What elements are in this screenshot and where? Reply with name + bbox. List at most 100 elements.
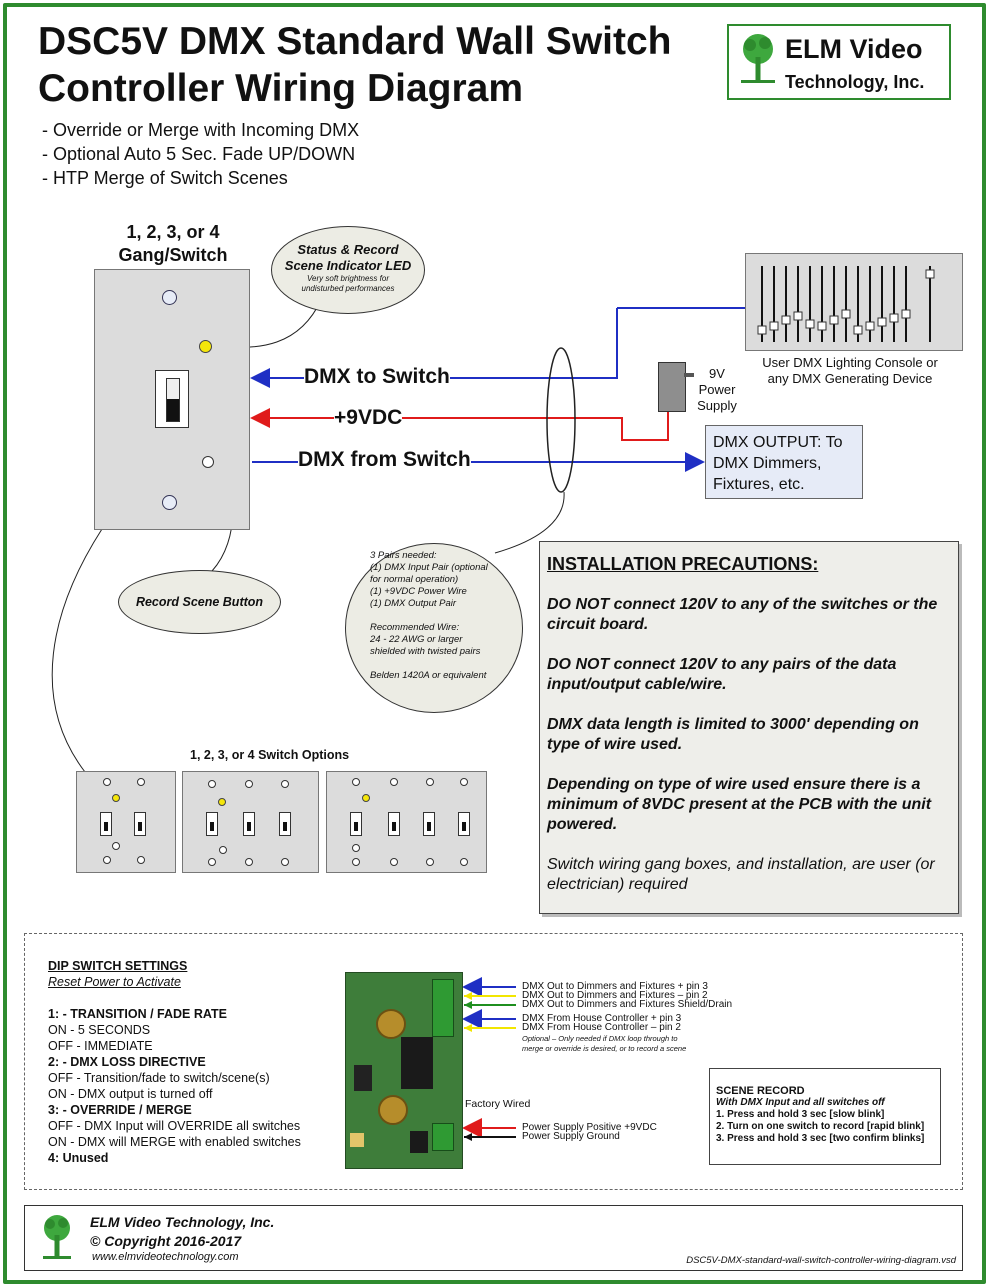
cable-note-line: (1) DMX Output Pair	[370, 598, 457, 609]
dip-spacer	[48, 990, 301, 1006]
toggle-switch[interactable]	[155, 370, 189, 428]
chip-icon	[401, 1037, 433, 1089]
toggle-icon	[243, 812, 255, 836]
switch-options-title: 1, 2, 3, or 4 Switch Options	[190, 748, 350, 762]
toggle-icon	[350, 812, 362, 836]
screw-icon	[208, 858, 216, 866]
power-supply-caption: 9V Power Supply	[690, 366, 744, 414]
pin-in-note-1: Optional – Only needed if DMX loop throu…	[522, 1034, 678, 1043]
footer-website[interactable]: www.elmvideotechnology.com	[92, 1251, 239, 1263]
dip-line: 1: - TRANSITION / FADE RATE	[48, 1007, 227, 1021]
logo-name-line-2: Technology, Inc.	[785, 72, 925, 92]
precaution-note: Switch wiring gang boxes, and installati…	[547, 856, 935, 893]
screw-icon	[460, 858, 468, 866]
power-label: +9VDC	[334, 406, 403, 430]
cable-note-line: shielded with twisted pairs	[370, 646, 481, 657]
led-icon	[218, 798, 226, 806]
console-caption-2: any DMX Generating Device	[767, 371, 933, 386]
title-line-2: Controller Wiring Diagram	[38, 67, 524, 110]
screw-icon	[281, 858, 289, 866]
power-wire	[250, 408, 669, 441]
screw-icon	[245, 780, 253, 788]
toggle-icon	[279, 812, 291, 836]
console-faders-icon	[757, 266, 935, 342]
cable-note-line: (1) DMX Input Pair (optional	[370, 562, 488, 573]
dmx-output-line-1: DMX OUTPUT: To	[713, 434, 843, 451]
wall-switch-plate	[94, 269, 250, 530]
scene-record-box: SCENE RECORD With DMX Input and all swit…	[709, 1068, 941, 1165]
screw-icon	[137, 856, 145, 864]
dip-line: 2: - DMX LOSS DIRECTIVE	[48, 1055, 206, 1069]
pin-label-psu-plus: Power Supply Positive +9VDC	[522, 1122, 657, 1133]
footer-company: ELM Video Technology, Inc.	[90, 1214, 275, 1230]
screw-icon	[245, 858, 253, 866]
cable-note-line: Recommended Wire:	[370, 622, 460, 633]
cable-note-line: for normal operation)	[370, 574, 459, 585]
terminal-block-top	[432, 979, 454, 1037]
button-icon	[112, 842, 120, 850]
screw-icon	[390, 858, 398, 866]
precaution-item: Depending on type of wire used ensure th…	[547, 776, 932, 833]
led-icon	[362, 794, 370, 802]
cable-note-line: 24 - 22 AWG or larger	[370, 634, 463, 645]
toggle-icon	[100, 812, 112, 836]
record-scene-note: Record Scene Button	[118, 570, 281, 634]
screw-icon	[390, 778, 398, 786]
company-logo: ELM Video Technology, Inc.	[727, 24, 951, 100]
dip-line: ON - DMX output is turned off	[48, 1087, 213, 1101]
dip-line: 4: Unused	[48, 1151, 109, 1165]
tree-icon	[741, 34, 775, 83]
footer-filename: DSC5V-DMX-standard-wall-switch-controlle…	[686, 1255, 956, 1266]
screw-icon	[103, 778, 111, 786]
title-line-1: DSC5V DMX Standard Wall Switch	[38, 20, 672, 63]
feature-item: - Override or Merge with Incoming DMX	[42, 120, 360, 140]
dmx-console	[745, 253, 963, 351]
potentiometer-icon	[376, 1009, 406, 1039]
led-note: Status & Record Scene Indicator LED Very…	[271, 226, 425, 314]
dip-line: OFF - Transition/fade to switch/scene(s)	[48, 1071, 270, 1085]
led-note-sub-2: undisturbed performances	[301, 284, 395, 293]
installation-precautions: INSTALLATION PRECAUTIONS: DO NOT connect…	[539, 541, 959, 914]
toggle-lever	[167, 399, 179, 421]
pin-label-out-shield: DMX Out to Dimmers and Fixtures Shield/D…	[522, 999, 733, 1010]
dmx-from-switch-label: DMX from Switch	[298, 448, 471, 472]
toggle-icon	[458, 812, 470, 836]
dmx-output-box: DMX OUTPUT: To DMX Dimmers, Fixtures, et…	[705, 425, 863, 499]
scene-step: 3. Press and hold 3 sec [two confirm bli…	[716, 1133, 925, 1144]
dip-switch-settings: DIP SWITCH SETTINGS Reset Power to Activ…	[48, 958, 301, 1166]
pin-label-out-minus: DMX Out to Dimmers and Fixtures – pin 2	[522, 990, 708, 1001]
pin-label-in-minus: DMX From House Controller – pin 2	[522, 1022, 681, 1033]
precaution-item: DMX data length is limited to 3000' depe…	[547, 716, 919, 753]
cable-note-line: Belden 1420A or equivalent	[370, 670, 487, 681]
dmx-output-line-2: DMX Dimmers,	[713, 455, 822, 472]
feature-list: - Override or Merge with Incoming DMX - …	[42, 118, 359, 190]
gang-title-line-2: Gang/Switch	[118, 245, 228, 265]
led-note-title-2: Scene Indicator LED	[284, 258, 412, 273]
record-scene-button[interactable]	[202, 456, 214, 468]
screw-icon	[352, 858, 360, 866]
screw-icon	[352, 778, 360, 786]
pin-label-psu-ground: Power Supply Ground	[522, 1131, 620, 1142]
screw-icon	[426, 778, 434, 786]
pin-label-out-plus: DMX Out to Dimmers and Fixtures + pin 3	[522, 981, 708, 992]
cable-requirements-note: 3 Pairs needed: (1) DMX Input Pair (opti…	[345, 543, 523, 713]
led-note-sub-1: Very soft brightness for	[307, 274, 389, 283]
tree-icon	[43, 1215, 71, 1259]
dip-switch-section	[24, 933, 963, 1190]
potentiometer-icon	[378, 1095, 408, 1125]
precaution-item: DO NOT connect 120V to any of the switch…	[547, 596, 938, 633]
precautions-heading: INSTALLATION PRECAUTIONS:	[547, 554, 819, 574]
screw-top-icon	[162, 290, 177, 305]
page-frame	[3, 3, 986, 1284]
button-icon	[219, 846, 227, 854]
console-caption-1: User DMX Lighting Console or	[762, 355, 938, 370]
scene-step: 2. Turn on one switch to record [rapid b…	[716, 1121, 925, 1132]
option-1-gang-plate	[76, 771, 176, 873]
option-3-gang-plate	[326, 771, 487, 873]
dip-line: OFF - IMMEDIATE	[48, 1039, 153, 1053]
screw-icon	[281, 780, 289, 788]
dip-heading: DIP SWITCH SETTINGS	[48, 959, 188, 973]
psu-line-3: Supply	[697, 398, 737, 413]
dip-line: OFF - DMX Input will OVERRIDE all switch…	[48, 1119, 301, 1133]
cable-note-spacer	[370, 658, 522, 670]
